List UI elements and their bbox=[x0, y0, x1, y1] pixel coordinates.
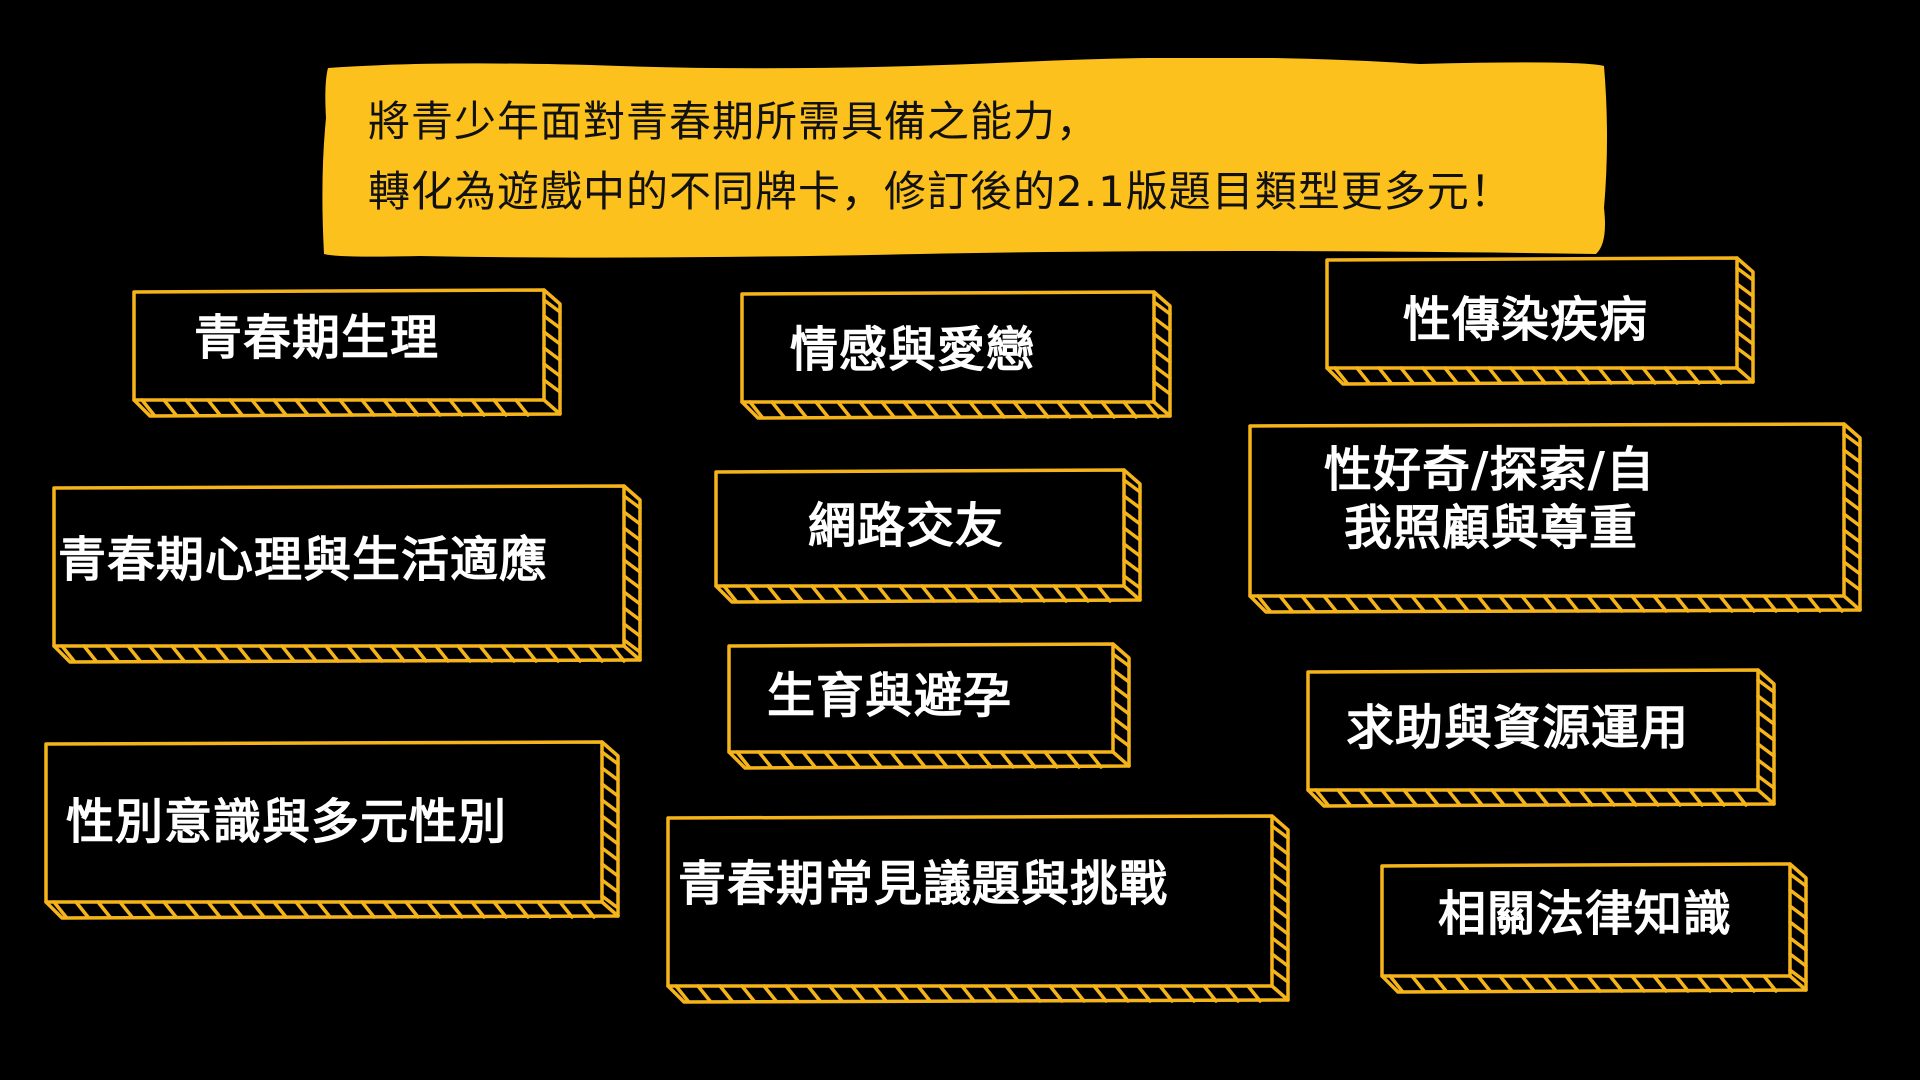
card-frame bbox=[1306, 668, 1776, 808]
card-curiosity-exploration: 性好奇/探索/自 我照顧與尊重 bbox=[1248, 422, 1862, 614]
card-emotion-love: 情感與愛戀 bbox=[740, 290, 1172, 420]
card-sti: 性傳染疾病 bbox=[1325, 256, 1755, 386]
card-adolescent-physiology: 青春期生理 bbox=[132, 288, 562, 418]
card-frame bbox=[1325, 256, 1755, 386]
card-frame bbox=[1380, 862, 1808, 994]
card-label: 青春期常見議題與挑戰 bbox=[678, 856, 1169, 912]
card-frame bbox=[740, 290, 1172, 420]
card-label: 性別意識與多元性別 bbox=[66, 794, 508, 850]
intro-line-1: 將青少年面對青春期所需具備之能力， bbox=[368, 97, 1100, 146]
card-frame bbox=[132, 288, 562, 418]
card-label-line-1: 性好奇/探索/自 bbox=[1324, 442, 1656, 498]
card-online-dating: 網路交友 bbox=[714, 468, 1142, 604]
card-legal-knowledge: 相關法律知識 bbox=[1380, 862, 1808, 994]
card-label: 生育與避孕 bbox=[767, 668, 1013, 724]
card-label: 性傳染疾病 bbox=[1403, 292, 1649, 348]
intro-line-2: 轉化為遊戲中的不同牌卡，修訂後的2.1版題目類型更多元！ bbox=[368, 167, 1513, 216]
card-label: 網路交友 bbox=[808, 498, 1005, 554]
card-label-line-2: 我照顧與尊重 bbox=[1344, 500, 1639, 556]
card-frame bbox=[727, 642, 1131, 770]
card-common-issues: 青春期常見議題與挑戰 bbox=[666, 814, 1290, 1004]
card-help-resources: 求助與資源運用 bbox=[1306, 668, 1776, 808]
banner-background bbox=[322, 58, 1607, 258]
card-frame bbox=[44, 740, 620, 920]
card-label: 相關法律知識 bbox=[1438, 886, 1733, 942]
card-label: 情感與愛戀 bbox=[790, 322, 1036, 378]
card-label: 求助與資源運用 bbox=[1346, 700, 1690, 756]
card-frame bbox=[52, 484, 642, 664]
card-frame bbox=[1248, 422, 1862, 614]
card-label: 青春期心理與生活適應 bbox=[58, 532, 549, 588]
card-fertility-contraception: 生育與避孕 bbox=[727, 642, 1131, 770]
intro-banner: 將青少年面對青春期所需具備之能力， 轉化為遊戲中的不同牌卡，修訂後的2.1版題目… bbox=[320, 58, 1608, 258]
card-gender-diversity: 性別意識與多元性別 bbox=[44, 740, 620, 920]
card-psychology-adjustment: 青春期心理與生活適應 bbox=[52, 484, 642, 664]
card-frame bbox=[666, 814, 1290, 1004]
card-frame bbox=[714, 468, 1142, 604]
card-label: 青春期生理 bbox=[194, 310, 440, 366]
